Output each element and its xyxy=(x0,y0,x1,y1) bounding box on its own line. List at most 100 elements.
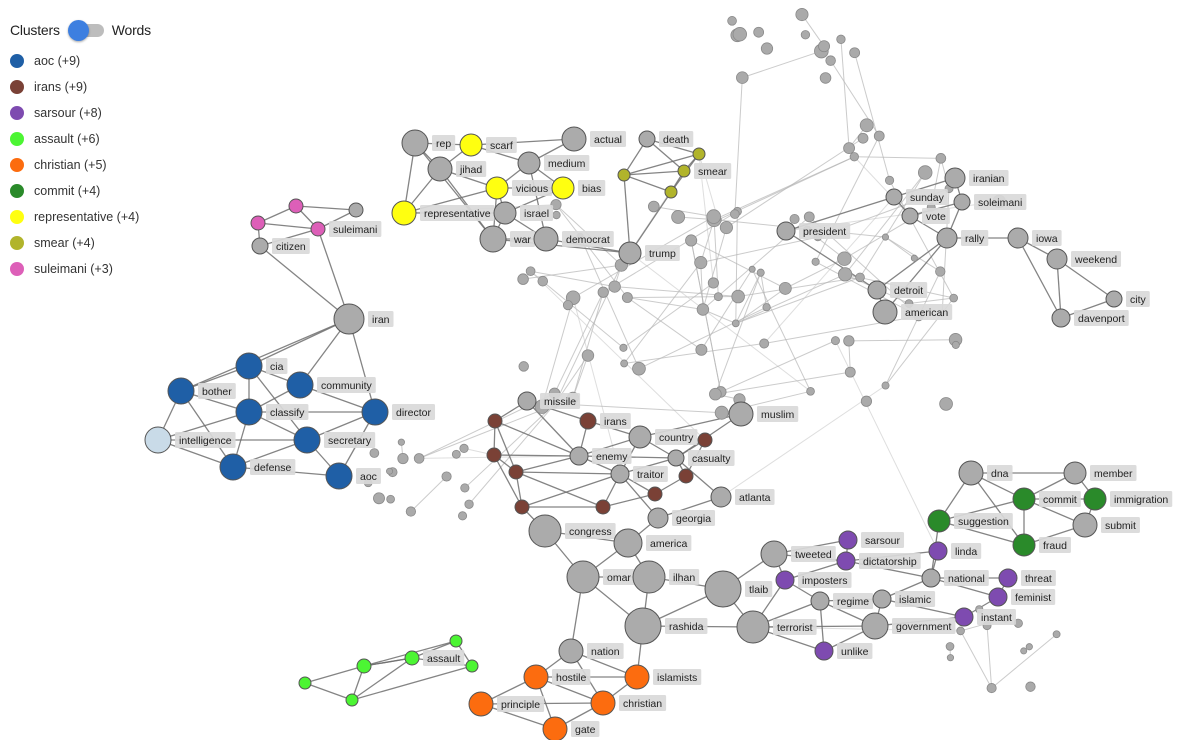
node-member[interactable]: member xyxy=(1063,461,1137,485)
node-circle[interactable] xyxy=(167,377,195,405)
background-node[interactable] xyxy=(369,448,380,458)
background-node[interactable] xyxy=(759,338,770,349)
background-node[interactable] xyxy=(517,273,529,285)
node-circle[interactable] xyxy=(345,693,359,707)
node-circle[interactable] xyxy=(677,164,691,178)
background-node[interactable] xyxy=(713,292,723,302)
node-islamists[interactable]: islamists xyxy=(624,664,702,690)
node-jihad[interactable]: jihad xyxy=(427,156,487,182)
node-national[interactable]: national xyxy=(921,568,989,588)
background-node[interactable] xyxy=(935,266,946,277)
background-node[interactable] xyxy=(714,405,729,420)
background-node[interactable] xyxy=(843,335,855,347)
node-circle[interactable] xyxy=(517,151,541,175)
background-node[interactable] xyxy=(855,272,865,283)
node-christian[interactable]: christian xyxy=(590,690,667,716)
node-as2[interactable] xyxy=(449,634,463,648)
node-circle[interactable] xyxy=(678,468,694,484)
node-circle[interactable] xyxy=(517,391,537,411)
node-imposters[interactable]: imposters xyxy=(775,570,852,590)
node-sarsour[interactable]: sarsour xyxy=(838,530,905,550)
background-node[interactable] xyxy=(696,303,710,316)
switch-knob[interactable] xyxy=(67,20,89,41)
node-hostile[interactable]: hostile xyxy=(523,664,591,690)
node-defense[interactable]: defense xyxy=(219,453,296,481)
node-circle[interactable] xyxy=(647,507,669,529)
node-congress[interactable]: congress xyxy=(528,514,616,548)
background-node[interactable] xyxy=(597,286,609,298)
node-vicious[interactable]: vicious xyxy=(485,176,553,200)
node-sm3[interactable] xyxy=(617,168,631,182)
background-node[interactable] xyxy=(849,47,861,59)
node-circle[interactable] xyxy=(861,612,889,640)
node-circle[interactable] xyxy=(514,499,530,515)
background-node[interactable] xyxy=(917,165,933,180)
background-node[interactable] xyxy=(819,72,832,84)
background-node[interactable] xyxy=(619,343,628,352)
node-circle[interactable] xyxy=(293,426,321,454)
node-detroit[interactable]: detroit xyxy=(867,280,928,300)
node-circle[interactable] xyxy=(872,299,898,325)
background-node[interactable] xyxy=(620,359,629,368)
legend-item-suleimani[interactable]: suleimani (+3) xyxy=(10,256,139,282)
node-circle[interactable] xyxy=(1051,308,1071,328)
node-circle[interactable] xyxy=(988,587,1008,607)
node-circle[interactable] xyxy=(361,398,389,426)
node-casualty[interactable]: casualty xyxy=(667,449,735,467)
background-node[interactable] xyxy=(552,210,561,220)
node-traitor[interactable]: traitor xyxy=(610,464,668,484)
background-node[interactable] xyxy=(731,289,745,304)
node-circle[interactable] xyxy=(953,193,971,211)
node-circle[interactable] xyxy=(235,398,263,426)
background-node[interactable] xyxy=(844,366,856,378)
node-circle[interactable] xyxy=(836,551,856,571)
node-islamic[interactable]: islamic xyxy=(872,589,936,609)
node-circle[interactable] xyxy=(558,638,584,664)
node-community[interactable]: community xyxy=(286,371,376,399)
background-node[interactable] xyxy=(709,387,722,401)
node-ir2[interactable] xyxy=(486,447,502,463)
node-scarf[interactable]: scarf xyxy=(459,133,517,157)
background-node[interactable] xyxy=(608,280,621,293)
node-circle[interactable] xyxy=(624,607,662,645)
background-node[interactable] xyxy=(756,268,765,277)
node-as3[interactable] xyxy=(465,659,479,673)
node-rep[interactable]: rep xyxy=(401,129,456,157)
background-node[interactable] xyxy=(1020,647,1028,655)
node-circle[interactable] xyxy=(590,690,616,716)
node-su2[interactable] xyxy=(250,215,266,231)
node-atlanta[interactable]: atlanta xyxy=(710,486,775,508)
node-circle[interactable] xyxy=(1012,487,1036,511)
node-circle[interactable] xyxy=(1083,487,1107,511)
background-node[interactable] xyxy=(800,30,811,40)
node-circle[interactable] xyxy=(692,147,706,161)
background-node[interactable] xyxy=(386,494,395,504)
node-threat[interactable]: threat xyxy=(998,568,1056,588)
background-node[interactable] xyxy=(550,199,562,211)
background-node[interactable] xyxy=(685,234,698,247)
background-node[interactable] xyxy=(459,443,469,454)
node-gate[interactable]: gate xyxy=(542,716,600,740)
background-node[interactable] xyxy=(730,209,740,219)
node-su4[interactable] xyxy=(348,202,364,218)
background-node[interactable] xyxy=(939,397,953,411)
node-president[interactable]: president xyxy=(776,221,851,241)
node-circle[interactable] xyxy=(647,486,663,502)
background-node[interactable] xyxy=(945,642,955,651)
node-muslim[interactable]: muslim xyxy=(728,401,799,427)
node-actual[interactable]: actual xyxy=(561,126,627,152)
node-sunday[interactable]: sunday xyxy=(885,188,948,206)
background-node[interactable] xyxy=(1025,643,1033,651)
node-circle[interactable] xyxy=(401,129,429,157)
node-circle[interactable] xyxy=(704,570,742,608)
background-node[interactable] xyxy=(537,275,549,287)
node-bother[interactable]: bother xyxy=(167,377,236,405)
clusters-words-switch[interactable] xyxy=(67,19,104,41)
legend-item-smear[interactable]: smear (+4) xyxy=(10,230,139,256)
node-circle[interactable] xyxy=(569,446,589,466)
background-node[interactable] xyxy=(825,55,836,66)
node-circle[interactable] xyxy=(298,676,312,690)
background-node[interactable] xyxy=(413,453,425,464)
node-circle[interactable] xyxy=(667,449,685,467)
